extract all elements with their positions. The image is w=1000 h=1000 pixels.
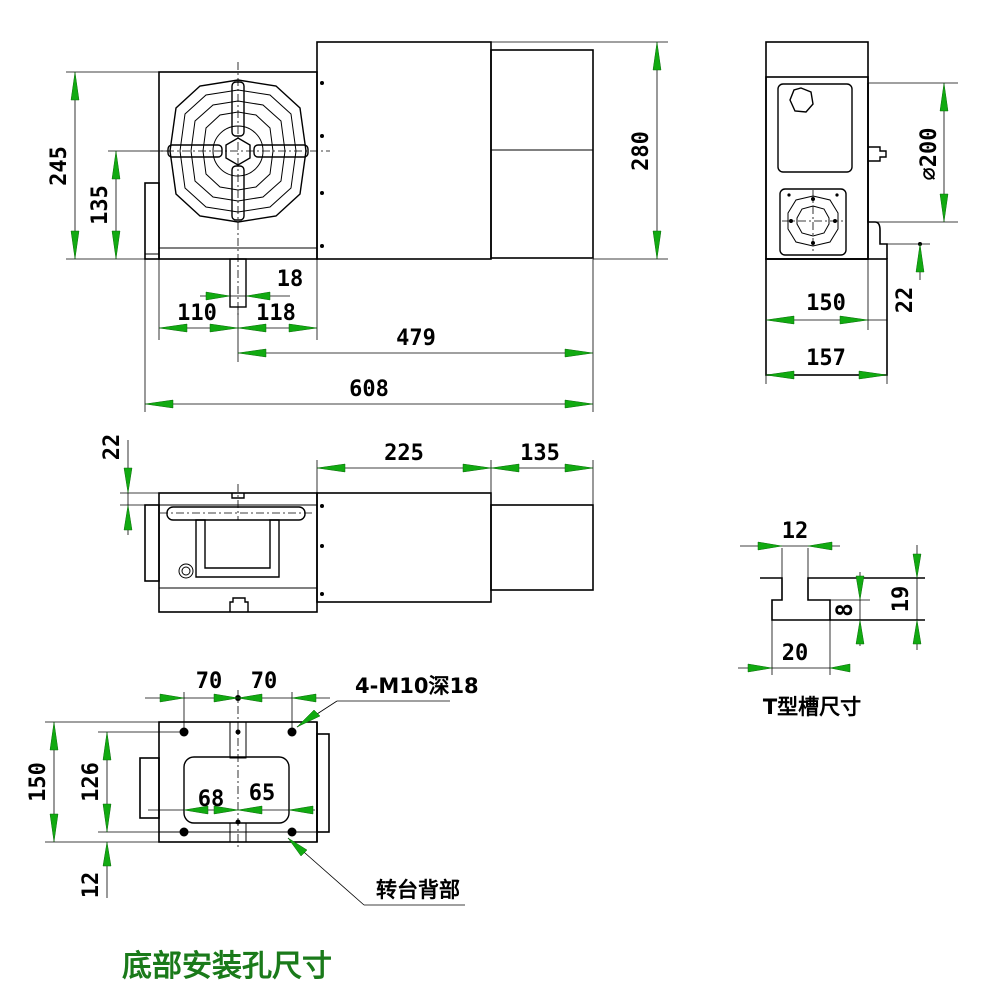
dim-150-side: 150 xyxy=(806,291,846,316)
dim-135-top: 135 xyxy=(520,441,560,466)
dim-280: 280 xyxy=(629,131,654,171)
top-housing xyxy=(158,492,318,613)
tslot-profile xyxy=(760,577,925,621)
dim-245: 245 xyxy=(47,146,72,186)
dim-608: 608 xyxy=(349,377,389,402)
dim-12-tslot: 12 xyxy=(782,519,809,544)
dim-18: 18 xyxy=(277,267,304,292)
side-small-chuck xyxy=(779,188,847,256)
mounting-holes xyxy=(179,695,297,837)
dim-19-tslot: 19 xyxy=(889,586,914,613)
dim-225: 225 xyxy=(384,441,424,466)
dim-68: 68 xyxy=(198,787,225,812)
front-view: 245 135 280 18 110 118 479 608 xyxy=(47,41,668,412)
tslot-caption: T型槽尺寸 xyxy=(763,695,861,719)
top-central-pocket xyxy=(195,519,280,578)
dim-8-tslot: 8 xyxy=(833,603,858,616)
dim-12-bottom: 12 xyxy=(79,872,104,899)
side-table-plate xyxy=(867,83,888,259)
dim-157: 157 xyxy=(806,346,846,371)
bottom-view: 70 70 150 126 12 68 65 4-M10深18 转台背部 xyxy=(26,669,479,984)
dim-150-bottom: 150 xyxy=(26,762,51,802)
front-side-plate xyxy=(144,182,160,260)
front-screw-marks xyxy=(320,81,324,248)
dim-126: 126 xyxy=(79,762,104,802)
dim-479: 479 xyxy=(396,326,436,351)
dim-22-side: 22 xyxy=(893,287,918,314)
side-view: ⌀200 22 150 157 xyxy=(765,41,958,384)
mount-hole xyxy=(179,827,189,837)
dim-20-tslot: 20 xyxy=(782,641,809,666)
note-thread-holes: 4-M10深18 xyxy=(355,674,479,698)
side-motor-window xyxy=(777,83,853,173)
top-motor xyxy=(490,504,594,591)
top-view: 22 225 135 xyxy=(100,434,594,613)
top-motor-housing xyxy=(316,492,492,603)
front-motor-housing xyxy=(316,41,492,260)
dim-70-left: 70 xyxy=(196,669,223,694)
bottom-side-plate xyxy=(139,757,160,819)
front-motor xyxy=(490,49,594,259)
mount-hole xyxy=(287,727,297,737)
mount-hole xyxy=(287,827,297,837)
dim-118: 118 xyxy=(256,301,296,326)
dim-110: 110 xyxy=(177,301,217,326)
dim-dia-200: ⌀200 xyxy=(917,128,942,181)
dim-65: 65 xyxy=(249,781,276,806)
tslot-detail: 12 19 8 20 T型槽尺寸 xyxy=(738,519,925,719)
dim-70-right: 70 xyxy=(251,669,278,694)
bottom-caption: 底部安装孔尺寸 xyxy=(122,949,332,984)
dim-22-top: 22 xyxy=(100,434,125,461)
note-table-back: 转台背部 xyxy=(376,878,460,902)
dim-135-front: 135 xyxy=(88,185,113,225)
mount-hole xyxy=(179,727,189,737)
